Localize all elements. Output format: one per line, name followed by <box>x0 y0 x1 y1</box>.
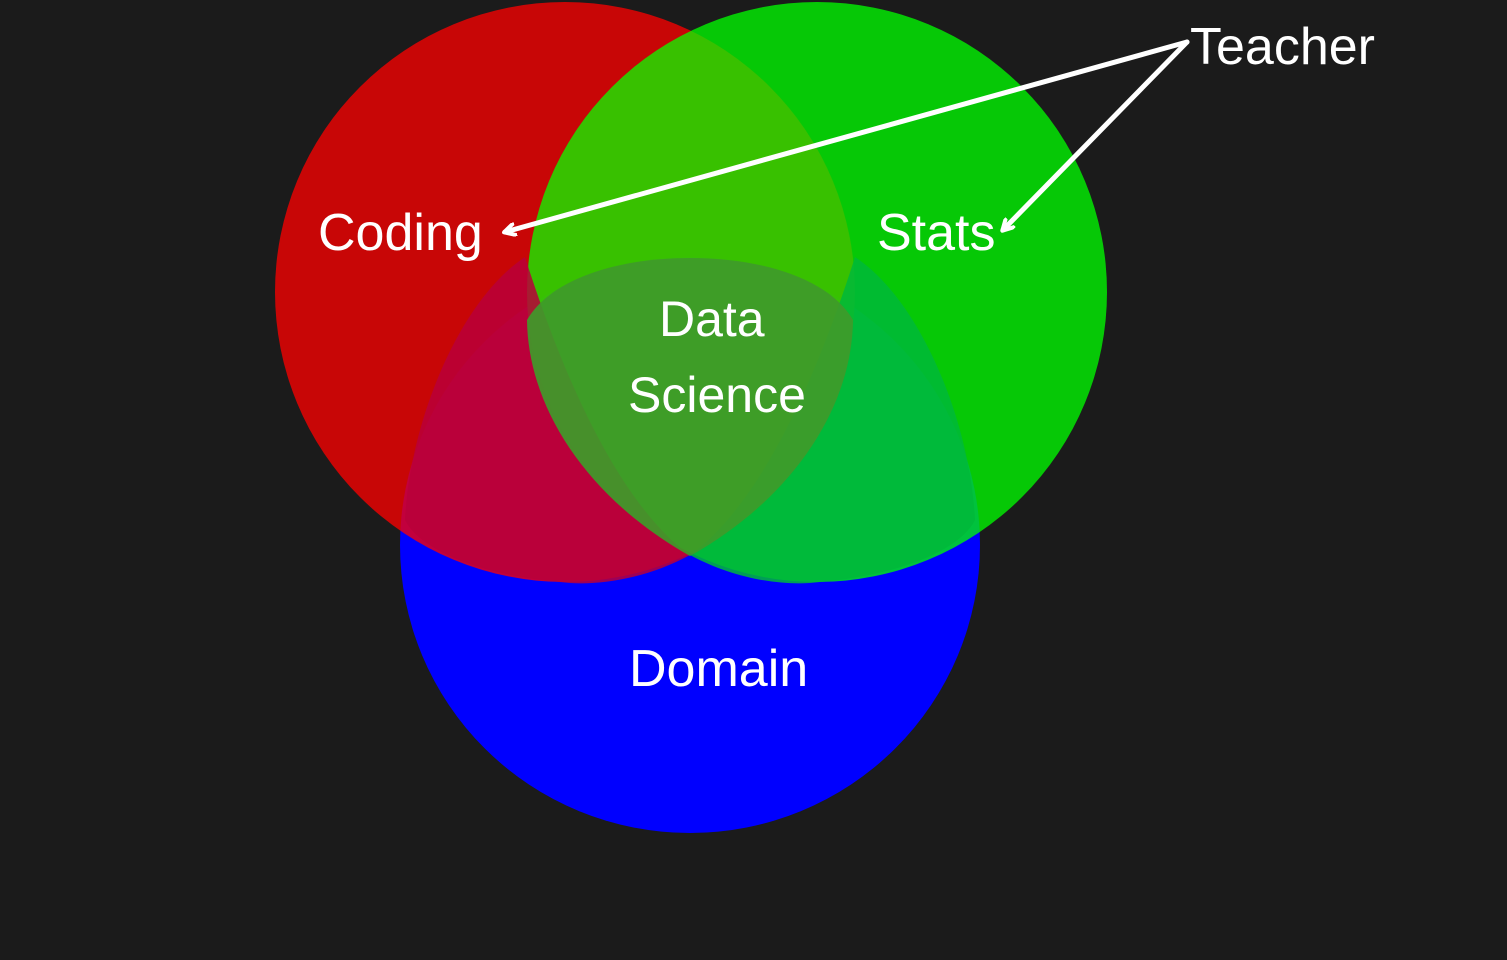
teacher-arrow-to-stats <box>1003 39 1190 230</box>
data-science-overlap <box>527 258 853 556</box>
data-science-label-line2: Science <box>628 367 806 423</box>
data-science-label-line1: Data <box>659 291 765 347</box>
coding-label: Coding <box>318 204 483 262</box>
stats-label: Stats <box>877 204 996 262</box>
teacher-arrow-to-coding <box>505 39 1190 232</box>
domain-label: Domain <box>629 640 808 698</box>
teacher-label: Teacher <box>1190 18 1375 76</box>
